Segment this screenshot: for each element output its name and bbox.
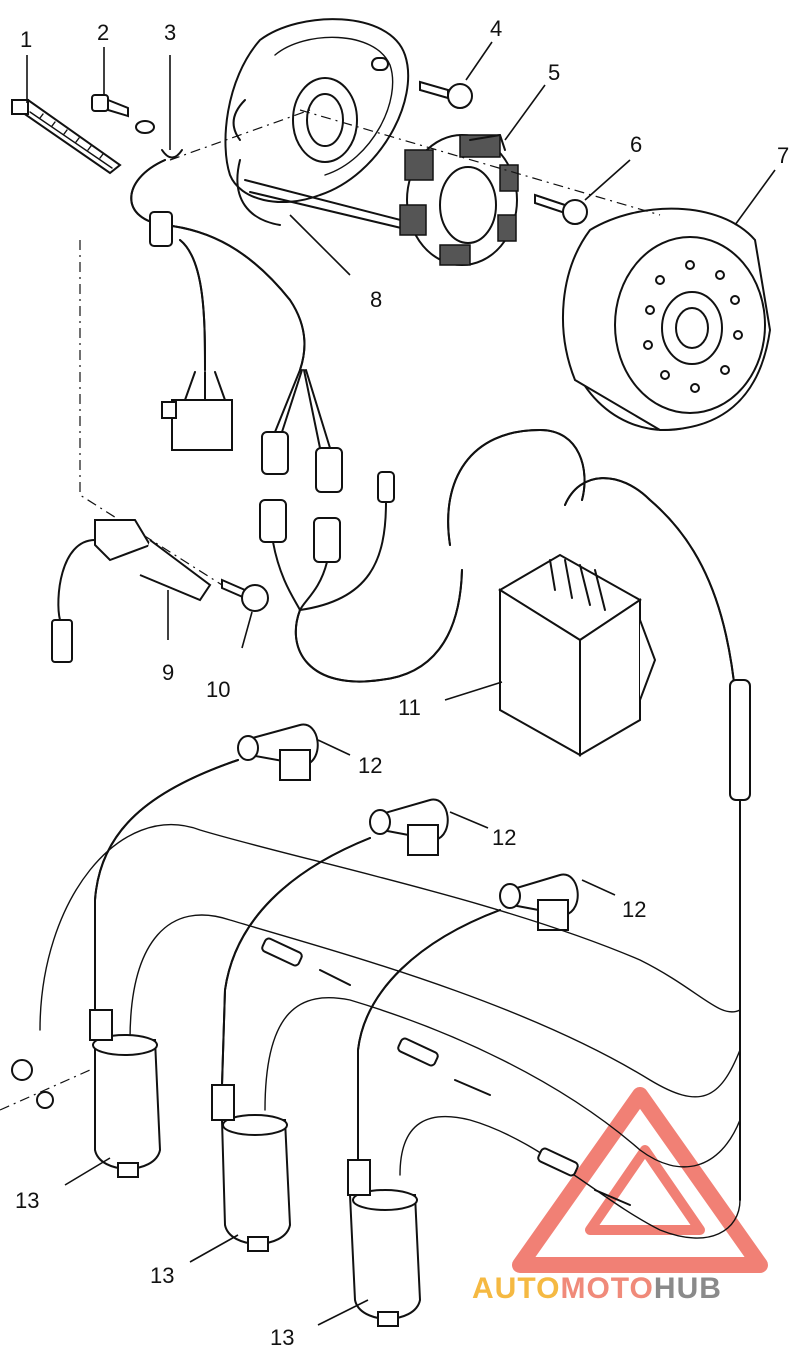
leader-12a	[317, 739, 351, 756]
callout-8: 8	[370, 287, 382, 312]
watermark-auto: AUTO	[472, 1272, 560, 1305]
leader-7	[734, 169, 776, 226]
leader-5	[504, 84, 546, 141]
ignition-coil-13c	[347, 1159, 422, 1327]
callout-7: 7	[777, 143, 789, 168]
callout-3: 3	[164, 20, 176, 45]
flywheel-part-7	[562, 207, 772, 432]
stator-coil-part-5	[399, 134, 519, 266]
leader-11	[444, 681, 503, 701]
leader-13b	[189, 1234, 239, 1263]
leader-12b	[449, 811, 489, 829]
leader-13c	[317, 1299, 369, 1326]
ignition-coil-13a	[89, 1009, 162, 1178]
callout-13b: 13	[150, 1263, 174, 1288]
cdi-box-part-11	[447, 429, 741, 801]
spark-plug-cap-12c	[499, 873, 579, 931]
callout-11: 11	[398, 695, 421, 720]
callout-2: 2	[97, 20, 109, 45]
leader-4	[465, 41, 493, 81]
callout-10: 10	[206, 677, 230, 702]
ignition-coil-13b	[211, 1084, 292, 1252]
watermark-text: AUTOMOTOHUB	[472, 1272, 722, 1305]
stator-harness	[130, 159, 463, 683]
sensor-part-9	[51, 519, 212, 663]
watermark-moto: MOTO	[560, 1272, 653, 1305]
screw-part-2	[91, 94, 129, 118]
callout-12b: 12	[492, 825, 516, 850]
spark-plug-cap-12a	[237, 723, 319, 781]
callout-4: 4	[490, 16, 502, 41]
callout-9: 9	[162, 660, 174, 685]
leader-8	[289, 214, 351, 276]
leader-6	[584, 159, 631, 201]
callout-12a: 12	[358, 753, 382, 778]
alignment-line-d	[0, 1069, 91, 1111]
callout-13a: 13	[15, 1188, 39, 1213]
callout-6: 6	[630, 132, 642, 157]
leader-12c	[581, 879, 616, 896]
callout-12c: 12	[622, 897, 646, 922]
screw-part-6	[534, 193, 588, 225]
cable-tie-part-1	[11, 98, 122, 175]
leader-13a	[64, 1157, 111, 1186]
alignment-line-a	[299, 109, 661, 216]
watermark-hub: HUB	[654, 1272, 722, 1305]
callout-5: 5	[548, 60, 560, 85]
screw-part-4	[419, 80, 473, 109]
screw-part-10	[221, 578, 269, 612]
clip-part-3	[135, 55, 183, 159]
watermark-logo	[512, 1087, 768, 1273]
callout-1: 1	[20, 27, 32, 52]
stator-plate-part-8	[224, 18, 421, 233]
spark-plug-cap-12b	[369, 798, 449, 856]
ignition-wiring	[11, 679, 751, 1239]
alignment-line-b	[169, 109, 311, 161]
callout-13c: 13	[270, 1325, 294, 1349]
leader-10	[241, 611, 253, 649]
